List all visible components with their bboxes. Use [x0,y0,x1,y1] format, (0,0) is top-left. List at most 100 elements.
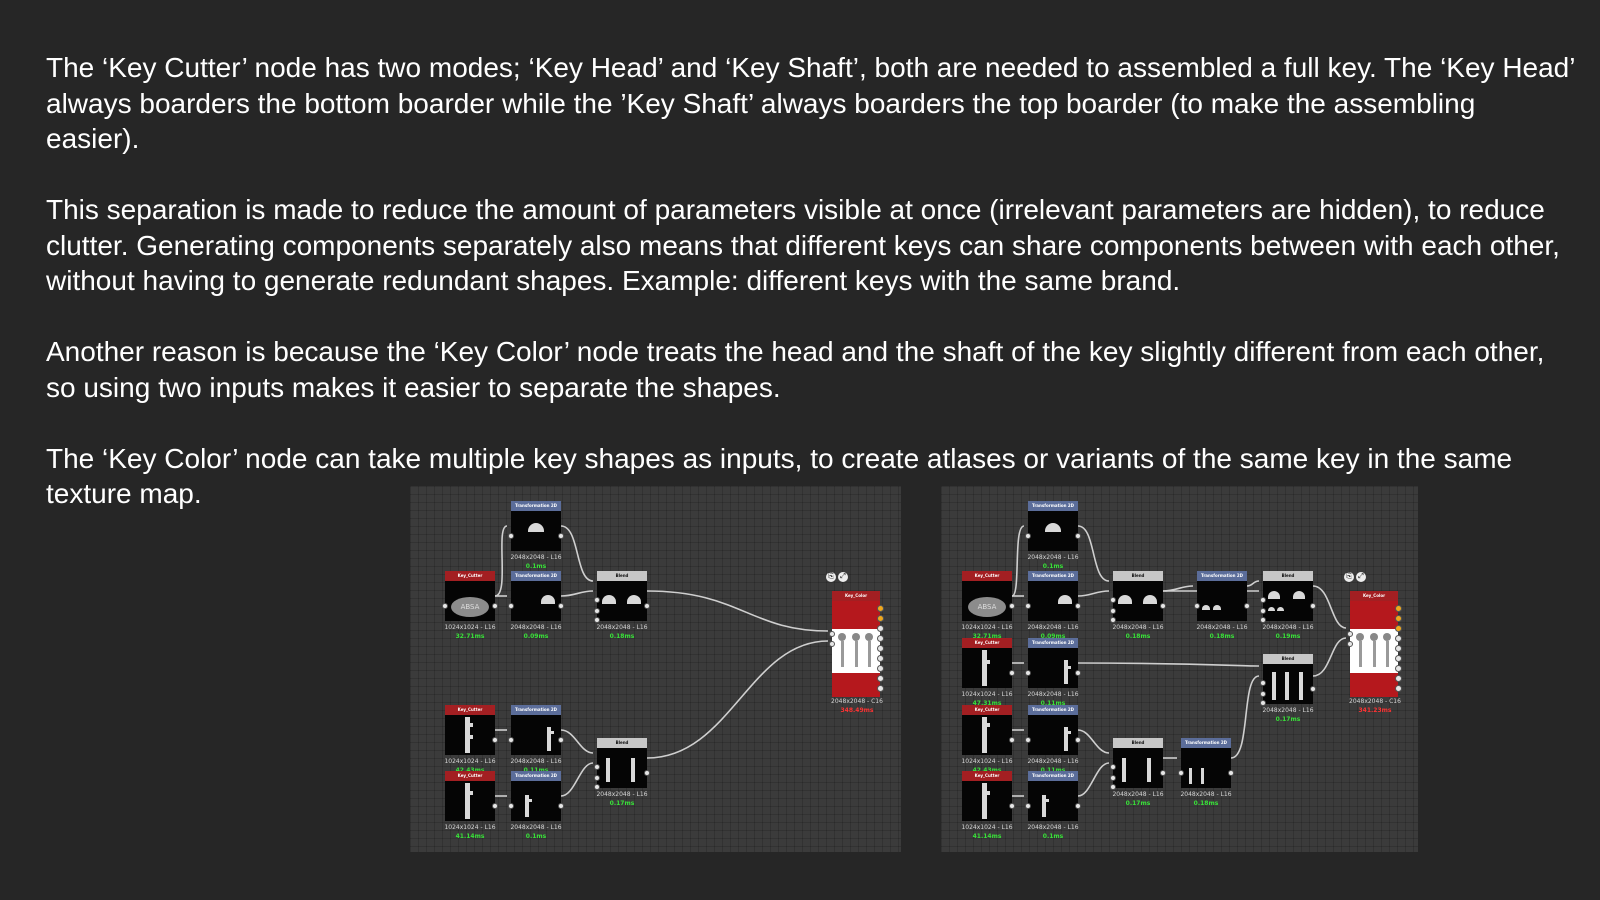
transformation-2d-node[interactable]: Transformation 2D 2048x2048 - L16 0.1ms [1025,771,1081,840]
input-port[interactable] [1260,617,1266,623]
input-port[interactable] [508,533,514,539]
key-cutter-node[interactable]: Key_Cutter ABSA 1024x1024 - L16 32.71ms [442,571,498,640]
output-port[interactable] [644,603,650,609]
output-port[interactable] [492,803,498,809]
input-port[interactable] [508,603,514,609]
output-port[interactable] [1228,770,1234,776]
input-port[interactable] [829,641,835,647]
output-port[interactable] [1160,603,1166,609]
output-port[interactable] [492,603,498,609]
pin-icon[interactable]: ⎘ [1344,572,1354,582]
input-port[interactable] [1194,603,1200,609]
output-port[interactable] [558,603,564,609]
output-port[interactable] [492,737,498,743]
input-port[interactable] [1110,617,1116,623]
input-port[interactable] [1110,784,1116,790]
output-port[interactable] [1310,686,1316,692]
pin-icon[interactable]: ⎘ [826,572,836,582]
node-preview [962,648,1015,688]
node-preview [1110,581,1166,623]
transformation-2d-node[interactable]: Transformation 2D 2048x2048 - L16 0.09ms [508,571,564,640]
input-port[interactable] [1110,775,1116,781]
input-port[interactable] [1025,803,1031,809]
node-title: Key_Color [832,591,880,601]
key-cutter-node[interactable]: Key_Cutter 1024x1024 - L16 41.14ms [961,771,1015,840]
input-port[interactable] [594,775,600,781]
input-port[interactable] [594,597,600,603]
node-resolution: 2048x2048 - L16 [510,624,562,631]
key-cutter-node[interactable]: Key_Cutter 1024x1024 - L16 47.31ms [961,638,1015,707]
output-port[interactable] [1075,670,1081,676]
output-ports[interactable] [877,605,884,695]
input-port[interactable] [508,803,514,809]
input-port[interactable] [1025,603,1031,609]
output-port[interactable] [1075,803,1081,809]
blend-node[interactable]: Blend 2048x2048 - L16 0.18ms [594,571,650,640]
blend-node[interactable]: Blend 2048x2048 - L16 0.17ms [594,738,650,807]
output-port[interactable] [558,737,564,743]
input-port[interactable] [594,784,600,790]
output-ports[interactable] [1395,605,1402,695]
input-port[interactable] [594,608,600,614]
pin-icon[interactable]: ⤢ [1356,572,1366,582]
transformation-2d-node[interactable]: Transformation 2D 2048x2048 - L16 0.1ms [508,501,564,570]
node-title: Key_Cutter [445,771,495,781]
transformation-2d-node[interactable]: Transformation 2D 2048x2048 - L16 0.11ms [508,705,564,774]
key-cutter-node[interactable]: Key_Cutter 1024x1024 - L16 41.14ms [444,771,498,840]
blend-node[interactable]: Blend 2048x2048 - L16 0.19ms [1260,571,1316,640]
output-port[interactable] [1075,533,1081,539]
transformation-2d-node[interactable]: Transformation 2D 2048x2048 - L16 0.09ms [1025,571,1081,640]
input-port[interactable] [1178,770,1184,776]
transformation-2d-node[interactable]: Transformation 2D 2048x2048 - L16 0.11ms [1025,638,1081,707]
input-port[interactable] [1260,691,1266,697]
node-resolution: 1024x1024 - L16 [961,624,1013,631]
key-cutter-node[interactable]: Key_Cutter 1024x1024 - L16 42.43ms [444,705,498,774]
output-port[interactable] [558,803,564,809]
output-port[interactable] [1009,737,1015,743]
input-port[interactable] [1025,737,1031,743]
input-port[interactable] [1110,597,1116,603]
input-port[interactable] [1347,631,1353,637]
transformation-2d-node[interactable]: Transformation 2D 2048x2048 - L16 0.1ms [1025,501,1081,570]
transformation-2d-node[interactable]: Transformation 2D 2048x2048 - L16 0.11ms [1025,705,1081,774]
output-port[interactable] [1009,803,1015,809]
input-port[interactable] [829,631,835,637]
node-timing: 47.31ms [972,700,1002,707]
blend-node[interactable]: Blend 2048x2048 - L16 0.17ms [1260,654,1316,723]
node-graph-right[interactable]: Transformation 2D 2048x2048 - L16 0.1ms … [941,486,1418,852]
transformation-2d-node[interactable]: Transformation 2D 2048x2048 - L16 0.18ms [1194,571,1250,640]
input-port[interactable] [1260,597,1266,603]
node-graph-left[interactable]: Key_Cutter ABSA 1024x1024 - L16 32.71ms … [410,486,901,852]
input-port[interactable] [1025,533,1031,539]
pin-icon[interactable]: ⤢ [838,572,848,582]
key-cutter-node[interactable]: Key_Cutter ABSA 1024x1024 - L16 32.71ms [961,571,1015,640]
input-port[interactable] [1347,641,1353,647]
input-port[interactable] [594,764,600,770]
output-port[interactable] [1244,603,1250,609]
input-port[interactable] [1025,670,1031,676]
key-color-node[interactable]: ⎘⤢ Key_Color 2048x2048 - C16 348.49ms [826,572,884,714]
transformation-2d-node[interactable]: Transformation 2D 2048x2048 - L16 0.18ms [1178,738,1234,807]
input-port[interactable] [594,617,600,623]
output-port[interactable] [1009,603,1015,609]
blend-node[interactable]: Blend 2048x2048 - L16 0.17ms [1110,738,1166,807]
output-port[interactable] [1009,670,1015,676]
output-port[interactable] [1310,603,1316,609]
key-color-node[interactable]: ⎘⤢ Key_Color 2048x2048 - C16 341.23ms [1344,572,1402,714]
node-icons: ⎘⤢ [826,571,850,582]
output-port[interactable] [644,770,650,776]
input-port[interactable] [1110,764,1116,770]
input-port[interactable] [1260,680,1266,686]
input-port[interactable] [1260,700,1266,706]
blend-node[interactable]: Blend 2048x2048 - L16 0.18ms [1110,571,1166,640]
input-port[interactable] [1260,608,1266,614]
transformation-2d-node[interactable]: Transformation 2D 2048x2048 - L16 0.1ms [508,771,564,840]
input-port[interactable] [442,603,448,609]
output-port[interactable] [1160,770,1166,776]
output-port[interactable] [1075,737,1081,743]
output-port[interactable] [558,533,564,539]
input-port[interactable] [508,737,514,743]
input-port[interactable] [1110,608,1116,614]
output-port[interactable] [1075,603,1081,609]
key-cutter-node[interactable]: Key_Cutter 1024x1024 - L16 42.43ms [961,705,1015,774]
